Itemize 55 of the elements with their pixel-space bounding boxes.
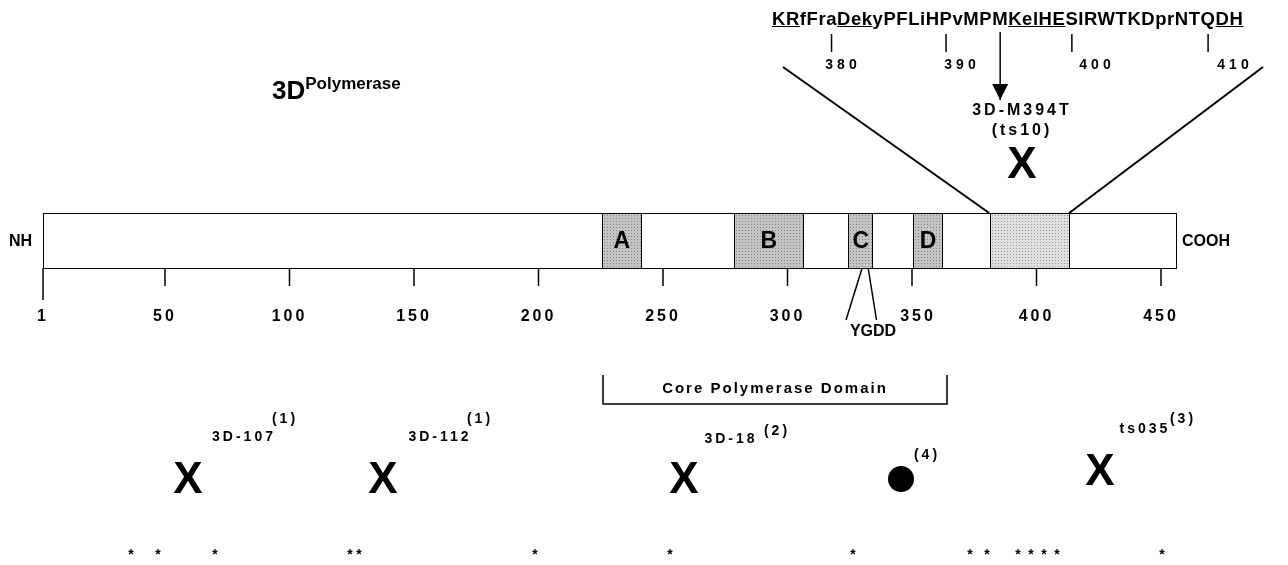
domain-label: Core Polymerase Domain bbox=[662, 379, 888, 397]
asterisk: * bbox=[1054, 546, 1060, 563]
asterisk: * bbox=[1015, 546, 1021, 563]
title: 3D$^{Polymerase}$ bbox=[272, 74, 401, 106]
sequence-position: 410 bbox=[1217, 56, 1253, 73]
protein-bar bbox=[43, 213, 1177, 269]
tick-label: 200 bbox=[520, 307, 557, 326]
reference-number: (1) bbox=[466, 410, 494, 427]
tick-label: 100 bbox=[271, 307, 308, 326]
arrow bbox=[992, 31, 1009, 101]
terminus-label: NH bbox=[9, 232, 33, 250]
asterisk: * bbox=[1159, 546, 1165, 563]
mutation-mark: X bbox=[1085, 445, 1115, 496]
reference-number: (4) bbox=[913, 446, 941, 463]
mutant-name: ts035 bbox=[1119, 420, 1171, 437]
asterisk: * bbox=[850, 546, 856, 563]
sequence-position: 380 bbox=[825, 56, 861, 73]
shaded-region bbox=[990, 212, 1071, 269]
leader-line bbox=[845, 267, 863, 321]
amino-acid-sequence: KRfFraDekyPFLiHPvMPMKelHESIRWTKDprNTQDH bbox=[772, 6, 1244, 32]
tick-label: 1 bbox=[37, 307, 49, 326]
domain-box: C bbox=[848, 212, 874, 269]
sequence-position: 400 bbox=[1079, 56, 1115, 73]
sequence-position: 390 bbox=[944, 56, 980, 73]
asterisk: * bbox=[1028, 546, 1034, 563]
reference-number: (1) bbox=[271, 410, 299, 427]
tick-label: 150 bbox=[396, 307, 432, 326]
mutation-mark: X bbox=[669, 453, 699, 504]
asterisk: * bbox=[347, 546, 353, 563]
mutant-name: 3D-112 bbox=[408, 428, 472, 445]
asterisk: * bbox=[967, 546, 973, 563]
asterisk: * bbox=[532, 546, 538, 563]
reference-number: (3) bbox=[1169, 410, 1197, 427]
terminus-label: COOH bbox=[1182, 232, 1230, 250]
mutation-mark: X bbox=[173, 453, 203, 504]
tick-label: 300 bbox=[769, 307, 806, 326]
asterisk: * bbox=[356, 546, 362, 563]
asterisk: * bbox=[667, 546, 673, 563]
tick-label: 400 bbox=[1018, 307, 1055, 326]
tick-label: 50 bbox=[153, 307, 177, 326]
asterisk: * bbox=[1041, 546, 1047, 563]
asterisk: * bbox=[984, 546, 990, 563]
mutation-mark: X bbox=[368, 453, 398, 504]
asterisk: * bbox=[155, 546, 161, 563]
domain-box: A bbox=[601, 212, 642, 269]
tick-label: 250 bbox=[645, 307, 681, 326]
domain-box: D bbox=[913, 212, 943, 269]
asterisk: * bbox=[212, 546, 218, 563]
asterisk: * bbox=[128, 546, 134, 563]
domain-box: B bbox=[733, 212, 804, 269]
mutant-name: 3D-107 bbox=[212, 428, 276, 445]
leader-line bbox=[867, 267, 878, 321]
reference-number: (2) bbox=[763, 422, 791, 439]
mutant-name: 3D-18 bbox=[704, 430, 758, 447]
tick-label: 450 bbox=[1143, 307, 1179, 326]
